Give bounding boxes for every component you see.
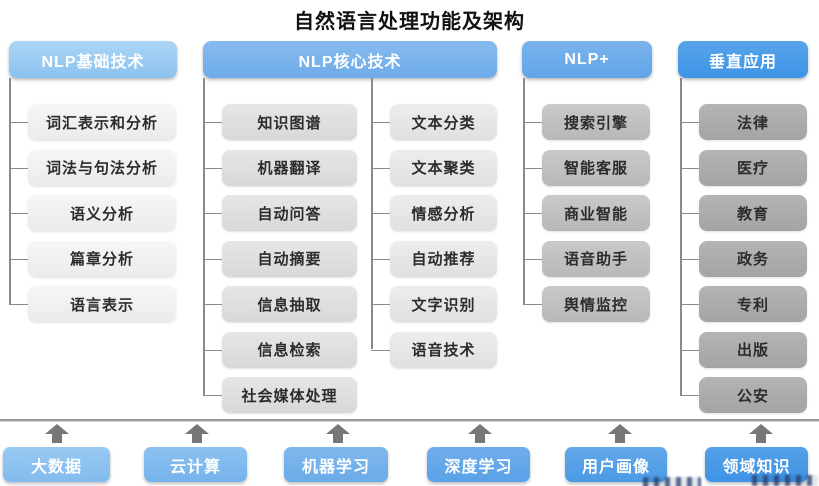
item-box: 社会媒体处理 bbox=[203, 377, 357, 413]
column-nlp-core: NLP核心技术 知识图谱 机器翻译 自动问答 自动摘要 信息抽取 信息检索 社会… bbox=[203, 41, 497, 413]
item-box: 篇章分析 bbox=[9, 240, 176, 277]
item-box: 词法与句法分析 bbox=[9, 149, 176, 186]
connector-line bbox=[9, 78, 11, 304]
item-box: 法律 bbox=[680, 104, 807, 140]
item-box: 知识图谱 bbox=[203, 104, 357, 140]
foundation-box-user-profile: 用户画像 bbox=[565, 447, 667, 482]
up-arrow-icon bbox=[45, 424, 69, 443]
item-box: 自动摘要 bbox=[203, 240, 357, 277]
item-box: 自动推荐 bbox=[371, 240, 497, 277]
column-header-nlp-core: NLP核心技术 bbox=[203, 41, 497, 78]
item-box: 语言表示 bbox=[9, 286, 176, 322]
foundation-box-machine-learning: 机器学习 bbox=[284, 447, 388, 482]
item-box: 专利 bbox=[680, 286, 807, 322]
diagram-title: 自然语言处理功能及架构 bbox=[294, 11, 525, 33]
item-box: 语义分析 bbox=[9, 195, 176, 231]
item-box: 搜索引擎 bbox=[523, 104, 650, 140]
item-box: 舆情监控 bbox=[523, 286, 650, 322]
column-header-nlp-basic: NLP基础技术 bbox=[9, 41, 177, 78]
item-box: 文字识别 bbox=[371, 286, 497, 322]
column-nlp-plus: NLP+ 搜索引擎 智能客服 商业智能 语音助手 舆情监控 bbox=[522, 41, 652, 322]
item-box: 语音技术 bbox=[371, 331, 497, 368]
up-arrow-icon bbox=[468, 424, 492, 443]
column-header-vertical-apps: 垂直应用 bbox=[678, 41, 808, 78]
up-arrow-icon bbox=[326, 424, 350, 443]
foundation-box-deep-learning: 深度学习 bbox=[427, 447, 530, 482]
nlp-core-left-subcolumn: 知识图谱 机器翻译 自动问答 自动摘要 信息抽取 信息检索 社会媒体处理 bbox=[203, 104, 357, 413]
watermark-fragment bbox=[643, 477, 701, 486]
item-box: 词汇表示和分析 bbox=[9, 104, 176, 140]
nlp-core-right-subcolumn: 文本分类 文本聚类 情感分析 自动推荐 文字识别 语音技术 bbox=[371, 104, 497, 368]
item-box: 文本分类 bbox=[371, 104, 497, 140]
item-box: 机器翻译 bbox=[203, 149, 357, 186]
column-vertical-apps: 垂直应用 法律 医疗 教育 政务 专利 出版 公安 bbox=[678, 41, 808, 413]
item-box: 自动问答 bbox=[203, 195, 357, 231]
up-arrow-icon bbox=[185, 424, 209, 443]
item-box: 智能客服 bbox=[523, 149, 650, 186]
up-arrow-icon bbox=[608, 424, 632, 443]
item-box: 信息检索 bbox=[203, 331, 357, 368]
up-arrow-icon bbox=[749, 424, 773, 443]
foundation-box-big-data: 大数据 bbox=[3, 447, 110, 482]
item-box: 文本聚类 bbox=[371, 149, 497, 186]
item-box: 信息抽取 bbox=[203, 286, 357, 322]
item-box: 医疗 bbox=[680, 149, 807, 186]
item-box: 教育 bbox=[680, 195, 807, 231]
item-box: 商业智能 bbox=[523, 195, 650, 231]
watermark-fragment bbox=[752, 475, 818, 486]
connector-line bbox=[203, 78, 205, 395]
item-box: 语音助手 bbox=[523, 240, 650, 277]
column-header-nlp-plus: NLP+ bbox=[522, 41, 652, 78]
item-box: 出版 bbox=[680, 331, 807, 368]
column-nlp-basic: NLP基础技术 词汇表示和分析 词法与句法分析 语义分析 篇章分析 语言表示 bbox=[9, 41, 177, 322]
connector-line bbox=[680, 78, 682, 395]
foundation-box-cloud-computing: 云计算 bbox=[144, 447, 247, 482]
item-box: 情感分析 bbox=[371, 195, 497, 231]
item-box: 政务 bbox=[680, 240, 807, 277]
connector-line bbox=[523, 78, 525, 304]
item-box: 公安 bbox=[680, 377, 807, 413]
divider-line bbox=[0, 419, 819, 422]
